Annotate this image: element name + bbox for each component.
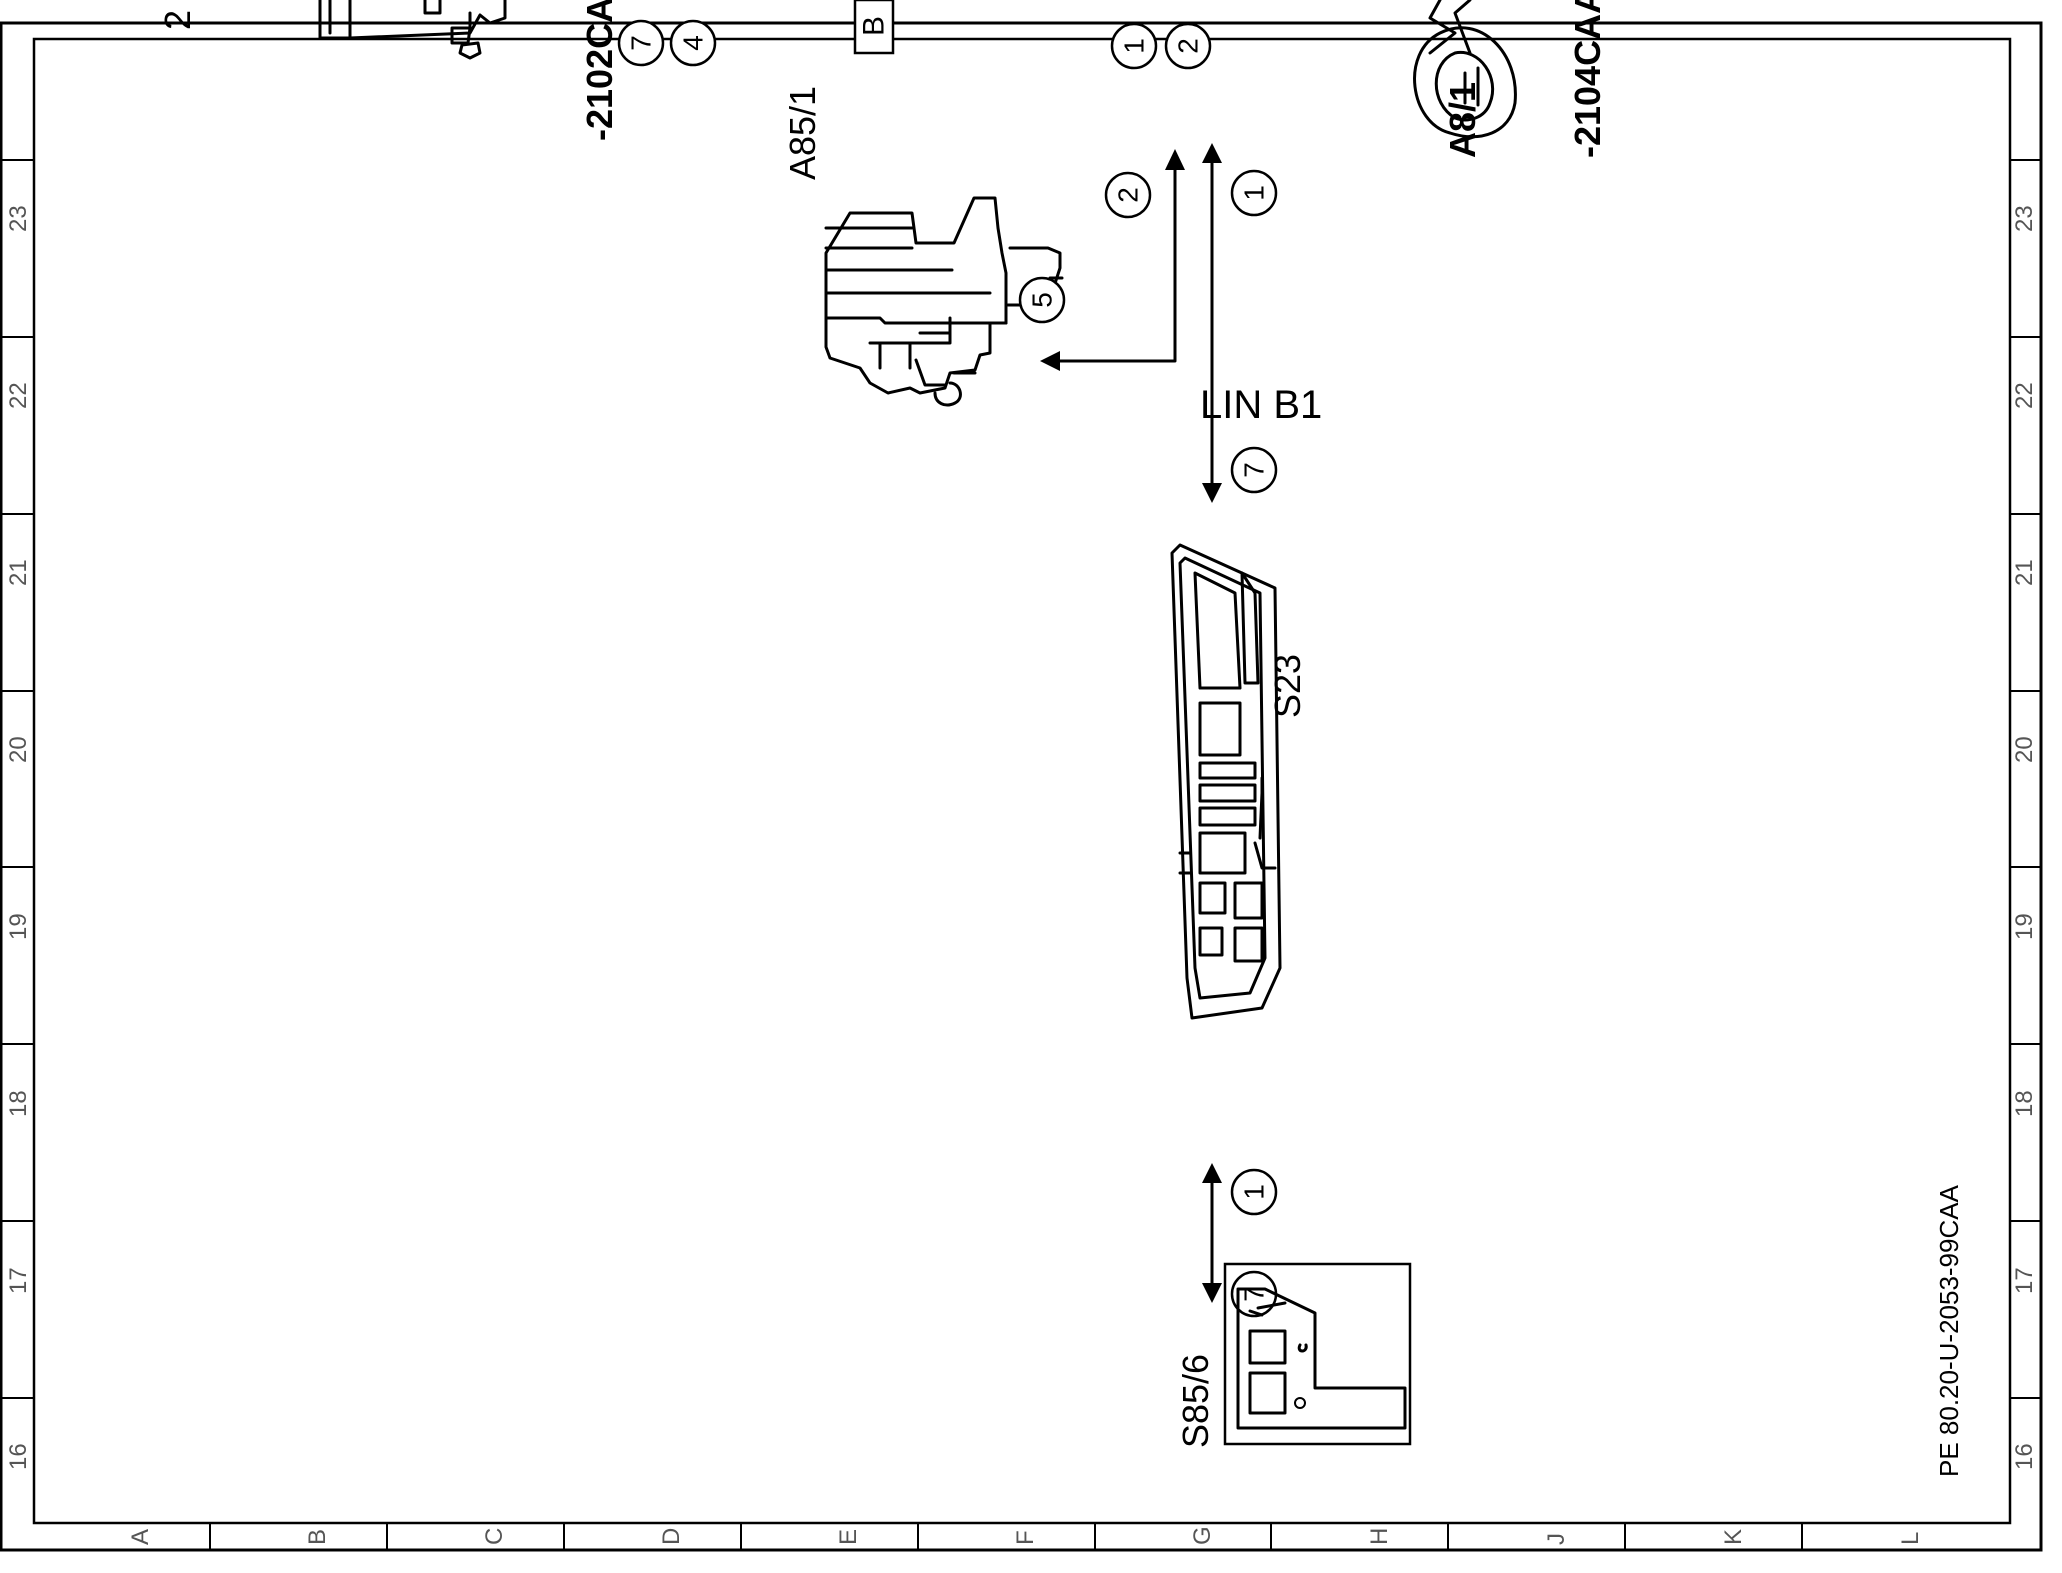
col-label-b: B xyxy=(304,1529,331,1545)
lin-b1-bus: LIN B1 1 7 xyxy=(1200,143,1322,503)
arrow-head xyxy=(1165,149,1185,170)
col-label-c: C xyxy=(481,1528,508,1545)
col-label-g: G xyxy=(1189,1526,1216,1545)
row-label-18-top: 18 xyxy=(5,1090,32,1117)
row-label-21-bottom: 21 xyxy=(2011,559,2038,586)
marker-number: 5 xyxy=(1027,292,1058,308)
a85-1-label: A85/1 xyxy=(782,86,823,180)
row-label-22-top: 22 xyxy=(5,382,32,409)
a8-1-key-component: A8/1 -2104CAA xyxy=(1413,0,1608,158)
row-label-20-top: 20 xyxy=(5,736,32,763)
marker-number: 1 xyxy=(1239,1184,1270,1200)
row-label-21-top: 21 xyxy=(5,559,32,586)
col-label-f: F xyxy=(1012,1530,1039,1545)
row-label-18-bottom: 18 xyxy=(2011,1090,2038,1117)
a8-1-ref: -2104CAA xyxy=(1567,0,1608,158)
col-label-a: A xyxy=(127,1529,154,1545)
col-label-k: K xyxy=(1720,1529,1747,1545)
top-component-ref: -2102CAA xyxy=(579,0,620,141)
marker-number: 2 xyxy=(1113,187,1144,203)
a8-1-label: A8/1 xyxy=(1442,82,1483,158)
col-label-j: J xyxy=(1543,1533,1570,1545)
top-component-2102caa: -2102CAA 2 xyxy=(157,0,620,141)
arrow-head xyxy=(1040,351,1060,371)
s85-6-label: S85/6 xyxy=(1175,1354,1216,1448)
marker-number: 1 xyxy=(1239,185,1270,201)
row-label-17-top: 17 xyxy=(5,1267,32,1294)
row-label-17-bottom: 17 xyxy=(2011,1267,2038,1294)
row-label-16-bottom: 16 xyxy=(2011,1443,2038,1470)
s23-label: S23 xyxy=(1267,654,1308,718)
col-label-h: H xyxy=(1366,1528,1393,1545)
marker-number: 7 xyxy=(1239,462,1270,478)
row-label-20-bottom: 20 xyxy=(2011,736,2038,763)
row-label-16-top: 16 xyxy=(5,1443,32,1470)
row-label-19-bottom: 19 xyxy=(2011,913,2038,940)
s23-switch-panel: S23 xyxy=(1170,543,1308,1020)
inner-frame xyxy=(32,37,2012,1525)
marker-pair-top-left: 2 1 xyxy=(1110,22,1212,70)
a85-1-link: 2 5 xyxy=(1018,149,1185,371)
row-label-23-bottom: 23 xyxy=(2011,205,2038,232)
a85-1-component: A85/1 xyxy=(782,86,1064,407)
arrow-head xyxy=(1202,1283,1222,1303)
box-label-b: B xyxy=(853,0,895,55)
column-scale: L K J H G F E D C B A xyxy=(127,1523,1924,1550)
row-scale: 16 17 18 19 20 21 22 23 16 17 18 19 20 2… xyxy=(1,159,2041,1470)
box-label-text: B xyxy=(858,16,891,36)
row-label-19-top: 19 xyxy=(5,913,32,940)
col-label-e: E xyxy=(835,1529,862,1545)
col-label-l: L xyxy=(1897,1532,1924,1545)
marker-number: 1 xyxy=(1119,38,1150,54)
row-label-22-bottom: 22 xyxy=(2011,382,2038,409)
marker-number: 7 xyxy=(626,35,657,51)
s85-6-switch: S85/6 xyxy=(1175,1262,1412,1448)
marker-number: 4 xyxy=(678,35,709,51)
marker-pair-top-mid: 4 7 xyxy=(617,19,717,67)
arrow-head xyxy=(1202,1163,1222,1183)
col-label-d: D xyxy=(658,1528,685,1545)
marker-number: 2 xyxy=(1173,38,1204,54)
arrow-head xyxy=(1202,143,1222,163)
document-number: PE 80.20-U-2053-99CAA xyxy=(1934,1184,1964,1477)
arrow-head xyxy=(1202,483,1222,503)
lin-b1-label: LIN B1 xyxy=(1200,383,1322,427)
outer-frame xyxy=(0,21,2043,1552)
row-label-23-top: 23 xyxy=(5,205,32,232)
top-component-label: 2 xyxy=(157,10,198,30)
